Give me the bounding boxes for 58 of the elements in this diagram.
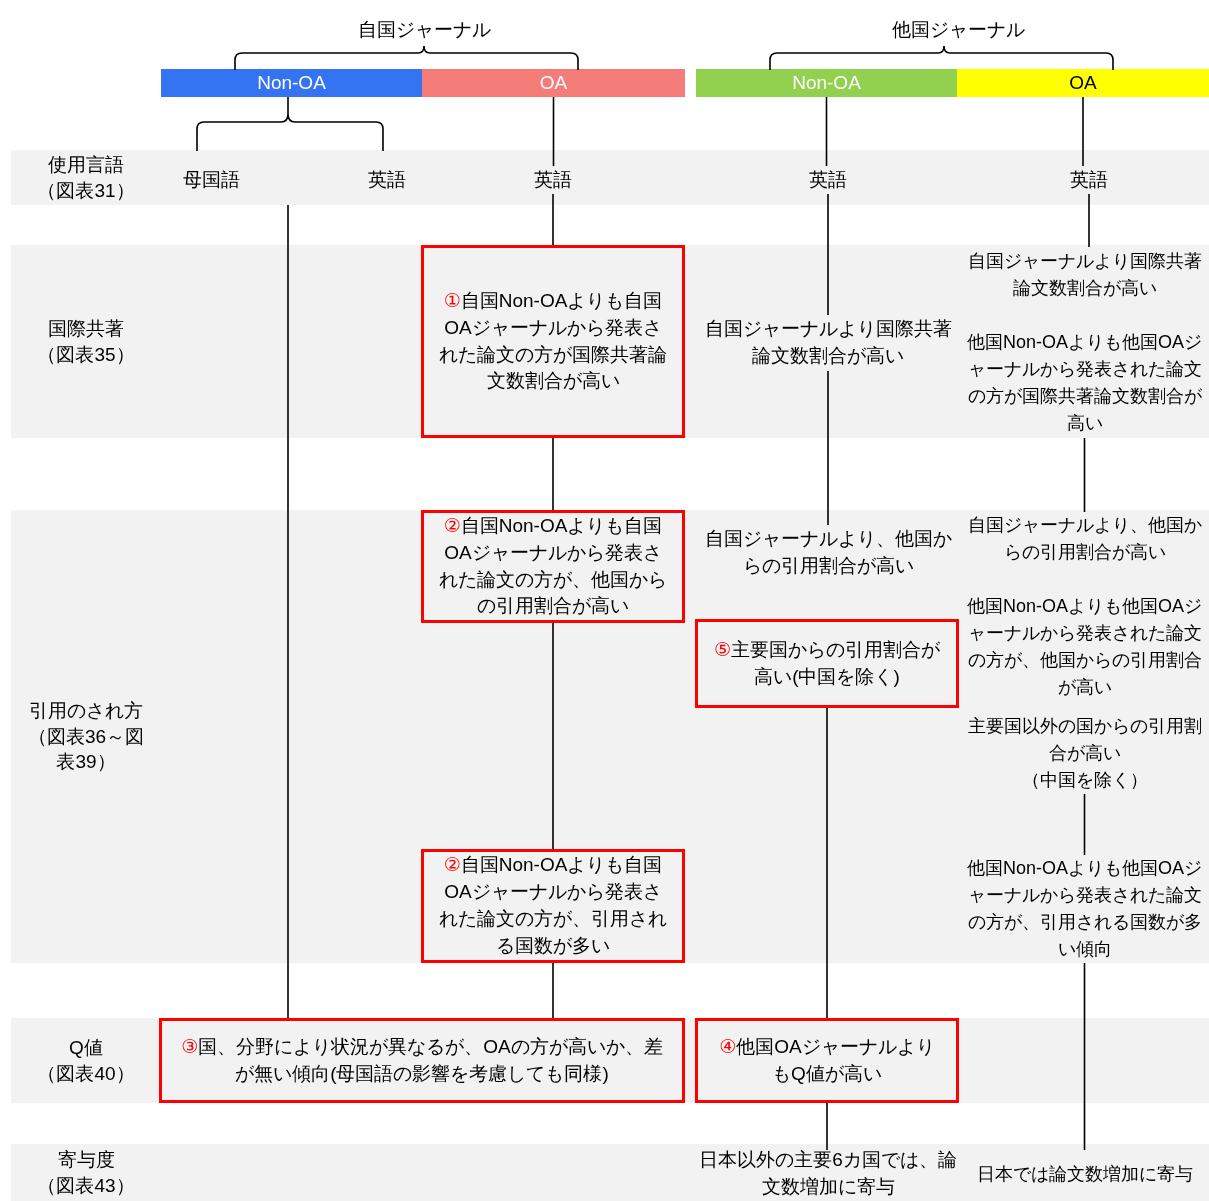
connector-line — [552, 96, 555, 167]
finding-box: ⑤主要国からの引用割合が高い(中国を除く) — [695, 619, 959, 708]
connector-line — [552, 962, 554, 1019]
connector-line — [825, 96, 828, 167]
figure-reference: （図表35） — [37, 342, 135, 367]
finding-text: 他国Non-OAよりも他国OAジャーナルから発表された論文の方が、他国からの引用割合が高い — [960, 593, 1209, 701]
finding-text: 母国語 — [172, 166, 250, 194]
row-band — [11, 150, 1209, 205]
figure-reference: （図表40） — [37, 1061, 135, 1086]
journal-type-bar: Non-OA — [696, 69, 957, 97]
connector-line — [287, 204, 289, 1019]
row-heading: 国際共著 — [48, 316, 124, 341]
finding-box: ②自国Non-OAよりも自国OAジャーナルから発表された論文の方が、引用される国数が多い — [421, 849, 685, 963]
finding-text: 自国ジャーナルより、他国からの引用割合が高い — [960, 512, 1209, 566]
finding-text: 他国Non-OAよりも他国OAジャーナルから発表された論文の方が、引用される国数が多い傾向 — [960, 855, 1209, 963]
finding-text: 主要国以外の国からの引用割合が高い （中国を除く） — [960, 712, 1209, 794]
finding-text: 日本以外の主要6カ国では、論文数増加に寄与 — [698, 1150, 958, 1198]
journal-type-bar: OA — [422, 69, 685, 97]
connector-line — [552, 437, 554, 511]
connector-line — [1083, 962, 1086, 1151]
finding-text: 英語 — [357, 166, 417, 194]
connector-line — [1083, 793, 1086, 856]
figure-reference: （図表43） — [37, 1173, 135, 1198]
finding-box: ④他国OAジャーナルよりもQ値が高い — [695, 1018, 959, 1103]
connector-line — [827, 370, 829, 526]
finding-text: 自国ジャーナルより、他国からの引用割合が高い — [698, 525, 958, 581]
figure-reference: （図表36～図表39） — [27, 724, 145, 775]
finding-text: 英語 — [1059, 166, 1119, 194]
row-band — [11, 245, 1209, 438]
connector-line — [826, 707, 828, 1019]
connector-line — [827, 193, 829, 316]
row-heading: 寄与度 — [57, 1147, 115, 1172]
row-band — [11, 1018, 1209, 1103]
journal-type-bar: Non-OA — [161, 69, 422, 97]
finding-text: 他国Non-OAよりも他国OAジャーナルから発表された論文の方が国際共著論文数割合が高い — [960, 328, 1209, 438]
journal-type-bar: OA — [957, 69, 1209, 97]
row-heading: 引用のされ方 — [29, 699, 143, 724]
finding-text: 英語 — [523, 166, 583, 194]
finding-box: ②自国Non-OAよりも自国OAジャーナルから発表された論文の方が、他国からの引用割合が高い — [421, 510, 685, 623]
finding-box: ①自国Non-OAよりも自国OAジャーナルから発表された論文の方が国際共著論文数割合が高い — [421, 245, 685, 438]
connector-line — [552, 193, 554, 246]
figure-reference: （図表31） — [37, 178, 135, 203]
group-heading: 自国ジャーナル — [356, 18, 492, 42]
row-heading: 使用言語 — [48, 152, 124, 177]
row-band — [11, 510, 1209, 963]
connector-line — [552, 622, 554, 850]
row-heading: Q値 — [69, 1035, 103, 1060]
finding-text: 自国ジャーナルより国際共著論文数割合が高い — [960, 247, 1209, 303]
finding-text: 英語 — [798, 166, 858, 194]
finding-text: 自国ジャーナルより国際共著論文数割合が高い — [698, 315, 958, 371]
connector-line — [1088, 193, 1090, 248]
connector-line — [1082, 96, 1084, 167]
connector-line — [826, 1102, 828, 1151]
group-heading: 他国ジャーナル — [890, 18, 1026, 42]
row-band — [11, 1144, 1209, 1201]
finding-box: ③国、分野により状況が異なるが、OAの方が高いか、差が無い傾向(母国語の影響を考慮しても同様) — [159, 1018, 685, 1103]
connector-line — [1083, 437, 1086, 513]
finding-text: 日本では論文数増加に寄与 — [960, 1150, 1209, 1198]
